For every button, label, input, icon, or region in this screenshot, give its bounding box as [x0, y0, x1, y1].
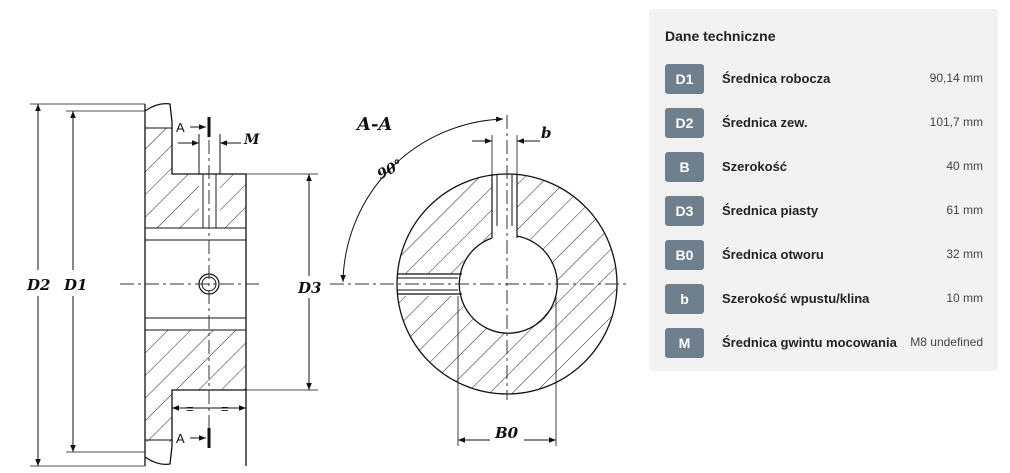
- spec-code-badge: b: [665, 284, 704, 314]
- spec-name: Średnica robocza: [722, 71, 831, 86]
- spec-value: 61 mm: [946, 203, 983, 217]
- angle-label: 90°: [375, 157, 406, 184]
- dim-label-D1: D1: [63, 276, 87, 294]
- section-view: A-A 90° b B0: [330, 114, 630, 446]
- spec-row-d1: D1 Średnica robocza 90,14 mm: [665, 64, 983, 94]
- spec-value: M8 undefined: [910, 335, 983, 349]
- spec-code-badge: M: [665, 328, 704, 358]
- spec-row-d3: D3 Średnica piasty 61 mm: [665, 196, 983, 226]
- spec-name: Szerokość wpustu/klina: [722, 291, 870, 306]
- section-title: A-A: [355, 114, 392, 135]
- spec-name: Średnica otworu: [722, 247, 824, 262]
- spec-row-d2: D2 Średnica zew. 101,7 mm: [665, 108, 983, 138]
- spec-code-badge: B: [665, 152, 704, 182]
- spec-row-b0: B0 Średnica otworu 32 mm: [665, 240, 983, 270]
- eq-mark-2: =: [221, 401, 229, 416]
- spec-value: 101,7 mm: [929, 115, 983, 129]
- technical-data-panel: Dane techniczne D1 Średnica robocza 90,1…: [649, 9, 998, 371]
- side-view: A A M = = D2 D1 D3: [26, 103, 321, 467]
- eq-mark-1: =: [186, 401, 194, 416]
- section-label-bottom: A: [176, 431, 185, 446]
- dim-label-B0: B0: [494, 424, 519, 442]
- spec-row-key-width: b Szerokość wpustu/klina 10 mm: [665, 284, 983, 314]
- spec-value: 32 mm: [946, 247, 983, 261]
- technical-drawing: A A M = = D2 D1 D3 A-A: [26, 103, 630, 467]
- dim-label-D2: D2: [26, 276, 50, 294]
- dim-label-b: b: [541, 124, 552, 142]
- spec-value: 40 mm: [946, 159, 983, 173]
- spec-value: 10 mm: [946, 291, 983, 305]
- dim-label-M: M: [243, 132, 260, 148]
- spec-name: Średnica piasty: [722, 203, 819, 218]
- spec-name: Szerokość: [722, 159, 788, 174]
- spec-code-badge: D3: [665, 196, 704, 226]
- spec-code-badge: D1: [665, 64, 704, 94]
- spec-code-badge: B0: [665, 240, 704, 270]
- section-label-top: A: [176, 120, 185, 135]
- spec-name: Średnica zew.: [722, 115, 808, 130]
- spec-row-m: M Średnica gwintu mocowania M8 undefined: [665, 328, 983, 358]
- dim-label-D3: D3: [297, 279, 321, 297]
- spec-value: 90,14 mm: [929, 71, 983, 85]
- panel-title: Dane techniczne: [665, 28, 776, 44]
- spec-row-b: B Szerokość 40 mm: [665, 152, 983, 182]
- spec-name: Średnica gwintu mocowania: [722, 335, 897, 350]
- spec-code-badge: D2: [665, 108, 704, 138]
